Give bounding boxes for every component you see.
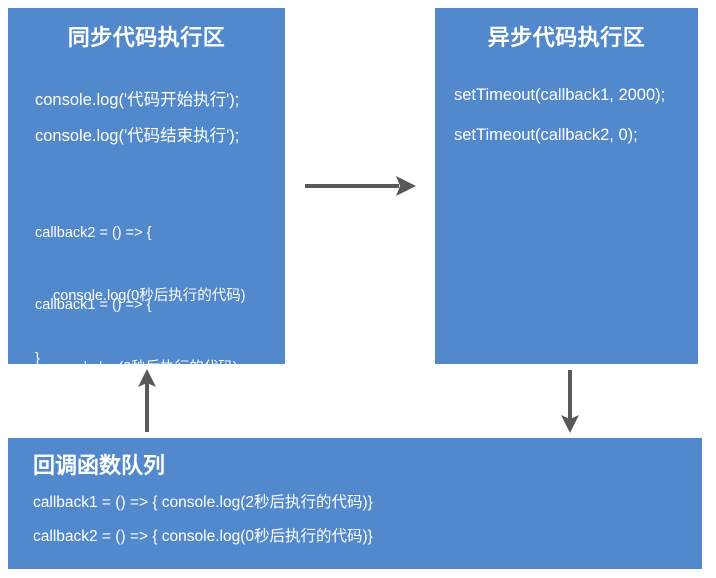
arrow-down-icon — [561, 370, 579, 433]
queue-box-title: 回调函数队列 — [33, 453, 166, 478]
code-line: console.log('代码结束执行'); — [35, 127, 240, 145]
code-line: callback2 = () => { — [35, 225, 152, 241]
code-line: callback1 = () => { console.log(2秒后执行的代码… — [33, 494, 373, 511]
code-line: callback2 = () => { console.log(0秒后执行的代码… — [33, 528, 373, 545]
code-line: } — [35, 423, 40, 439]
sync-code-box: 同步代码执行区 console.log('代码开始执行'); console.l… — [8, 8, 285, 439]
callback1-code-block: callback1 = () => { console.log(2秒后执行的代码… — [35, 253, 238, 484]
code-line: console.log(2秒后执行的代码) — [45, 360, 238, 376]
code-line: setTimeout(callback1, 2000); — [454, 86, 666, 104]
sync-box-title: 同步代码执行区 — [67, 25, 226, 50]
code-line: setTimeout(callback2, 0); — [454, 126, 638, 144]
arrow-up-icon — [138, 369, 156, 432]
async-code-box: 异步代码执行区 setTimeout(callback1, 2000); set… — [435, 8, 698, 364]
callback2-code-block: callback2 = () => { console.log(0秒后执行的代码… — [35, 181, 246, 412]
code-line: console.log('代码开始执行'); — [35, 91, 240, 109]
code-line: console.log(0秒后执行的代码) — [53, 288, 246, 304]
callback-queue-box: 回调函数队列 callback1 = () => { console.log(2… — [8, 438, 702, 569]
code-line: callback1 = () => { — [35, 297, 152, 313]
arrow-right-icon — [305, 176, 416, 196]
async-box-title: 异步代码执行区 — [487, 25, 646, 50]
code-line: } — [35, 351, 40, 367]
